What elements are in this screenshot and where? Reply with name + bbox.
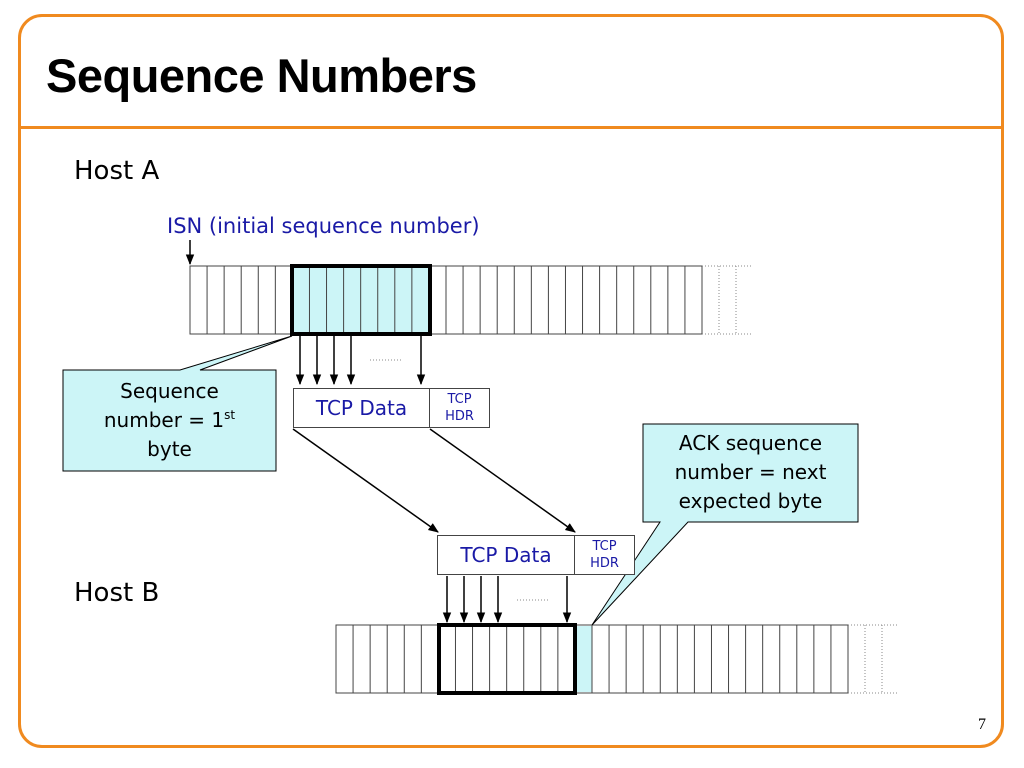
sequence-number-callout-shape bbox=[62, 335, 293, 472]
ack-callout-line3: expected byte bbox=[678, 489, 823, 513]
host-b-packet-header-line2: HDR bbox=[590, 556, 619, 571]
sequence-callout-line3: byte bbox=[147, 437, 192, 461]
packet-to-host-b-arrows bbox=[442, 576, 572, 624]
host-b-stream-continuation bbox=[848, 624, 898, 694]
ack-callout-shape bbox=[591, 423, 859, 626]
title-divider bbox=[18, 126, 1004, 129]
slide-frame bbox=[18, 14, 1004, 748]
isn-label: ISN (initial sequence number) bbox=[167, 214, 480, 238]
ack-callout-line2: number = next bbox=[674, 460, 827, 484]
packet-transfer-arrows bbox=[292, 428, 576, 533]
host-a-label: Host A bbox=[74, 156, 160, 186]
host-a-byte-stream bbox=[189, 264, 752, 336]
host-b-segment-outline bbox=[437, 623, 577, 695]
sequence-number-callout: Sequence number = 1st byte bbox=[63, 377, 276, 464]
sequence-callout-line1: Sequence bbox=[120, 379, 219, 403]
host-a-packet-header: TCP HDR bbox=[429, 388, 490, 428]
sequence-callout-line2: number = 1st bbox=[63, 406, 276, 435]
host-a-packet-header-line2: HDR bbox=[445, 409, 474, 424]
host-b-byte-stream bbox=[335, 623, 898, 695]
ack-callout: ACK sequence number = next expected byte bbox=[643, 429, 858, 516]
host-a-packet-header-line1: TCP bbox=[447, 392, 472, 407]
sequence-callout-ordinal: st bbox=[224, 408, 236, 422]
next-expected-byte bbox=[575, 626, 592, 692]
host-b-packet-header-line1: TCP bbox=[592, 539, 617, 554]
host-a-stream-continuation bbox=[702, 265, 752, 335]
page-number: 7 bbox=[978, 716, 986, 733]
host-a-to-packet-arrows bbox=[295, 336, 426, 386]
ack-callout-line1: ACK sequence bbox=[678, 431, 823, 455]
host-a-segment-outline bbox=[290, 264, 432, 336]
host-b-packet-header: TCP HDR bbox=[574, 535, 635, 575]
host-a-packet-data: TCP Data bbox=[293, 388, 430, 428]
slide-title: Sequence Numbers bbox=[46, 49, 477, 102]
sequence-callout-line2-prefix: number = 1 bbox=[103, 408, 225, 432]
host-b-label: Host B bbox=[74, 578, 160, 608]
host-b-packet-data: TCP Data bbox=[437, 535, 575, 575]
